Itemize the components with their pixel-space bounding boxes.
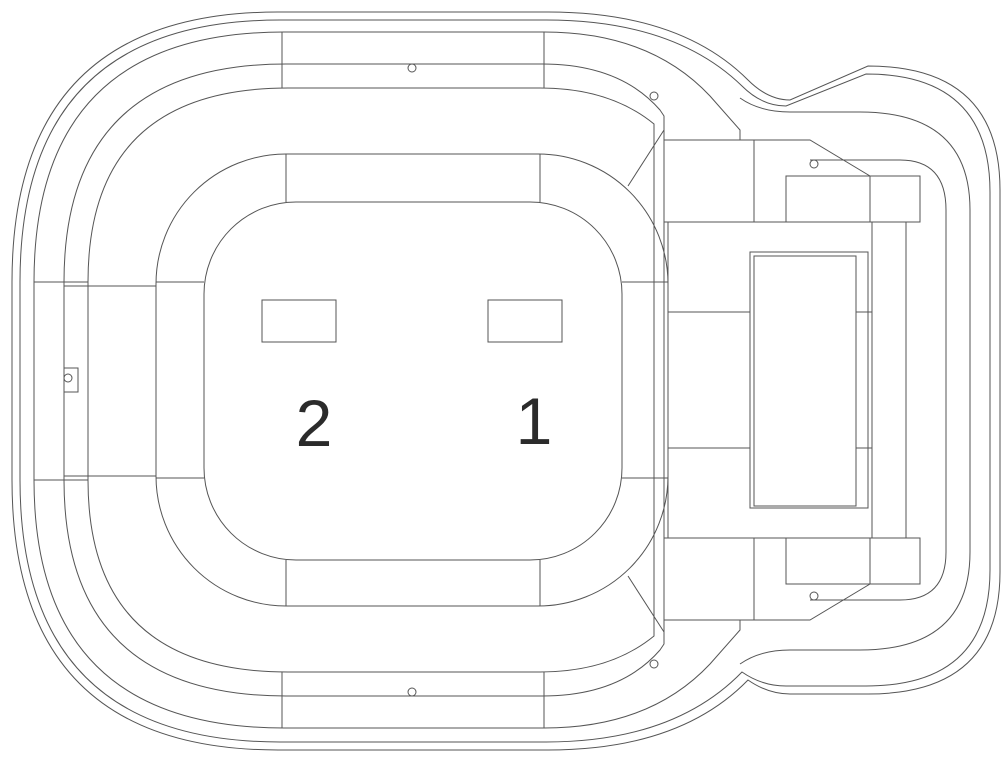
latch-base [663, 139, 755, 223]
latch-window-inner [753, 255, 857, 507]
pin-label-1: 1 [516, 384, 553, 458]
latch-beam [667, 221, 907, 539]
mating-face-outer [155, 153, 669, 607]
latch-ramp-top [785, 175, 921, 223]
shroud-ring-inner [63, 63, 665, 697]
latch-ramp-bottom [785, 537, 921, 585]
latch-arm-inner-outline [810, 159, 947, 601]
detent-top [407, 63, 417, 73]
detent-bottom-right [649, 659, 659, 669]
detent-bottom [407, 687, 417, 697]
latch-window-frame [667, 311, 751, 449]
latch-tab [855, 311, 873, 449]
shroud-ring-outer [33, 31, 741, 729]
outer-housing-inner-outline [19, 19, 991, 743]
pin-cavity-1 [487, 299, 563, 343]
latch-window [749, 251, 869, 509]
detent-latch-top [809, 159, 819, 169]
mating-face-inner [203, 201, 623, 561]
latch-base-bottom [663, 537, 755, 621]
outer-housing-outline [11, 11, 1001, 751]
detent-latch-bottom [809, 591, 819, 601]
latch-arm-outline [739, 97, 971, 665]
pin-cavity-2 [261, 299, 337, 343]
pin-label-2: 2 [296, 386, 333, 460]
shroud-ring-inner-2 [87, 87, 655, 673]
detent-top-right [649, 91, 659, 101]
